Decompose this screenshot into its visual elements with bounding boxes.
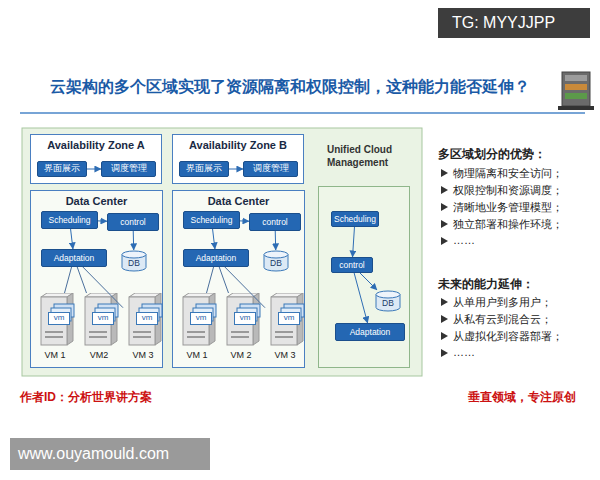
connector	[87, 169, 101, 170]
watermark-tag: TG: MYYJJPP	[438, 8, 590, 38]
datacenter-title: Data Center	[173, 191, 304, 207]
vm-server: vmVM 1	[177, 293, 217, 363]
vm-label: vm	[278, 312, 300, 325]
slide-title: 云架构的多个区域实现了资源隔离和权限控制，这种能力能否延伸？	[20, 77, 560, 98]
connector	[275, 231, 276, 250]
server-icon	[558, 72, 594, 110]
bullet-item: 权限控制和资源调度；	[453, 183, 593, 198]
module-label: Adaptation	[54, 253, 95, 263]
slogan: 垂直领域，专注原创	[468, 389, 593, 406]
database-cylinder: DB	[121, 250, 147, 272]
server-caption: VM 1	[171, 350, 223, 360]
bullet-item: 独立部署和操作环境；	[453, 217, 593, 232]
vm-label: vm	[48, 312, 70, 325]
module-box: 界面展示	[37, 161, 87, 177]
server-caption: VM 3	[259, 350, 311, 360]
module-label: control	[120, 217, 146, 227]
database-label: DB	[375, 298, 401, 308]
bullet-item: ……	[453, 346, 593, 358]
server-caption: VM 2	[215, 350, 267, 360]
module-label: 调度管理	[111, 163, 147, 175]
module-box: control	[249, 213, 301, 231]
bullet-item: 从单用户到多用户；	[453, 295, 593, 310]
website-watermark: www.ouyamould.com	[10, 438, 210, 470]
vm-server: vmVM 3	[265, 293, 305, 363]
datacenter-box: Data CenterScheduling controlAdaptationDB…	[172, 190, 305, 368]
zone-box: Availability Zone A 界面展示 调度管理	[30, 134, 162, 184]
bullet-item: ……	[453, 234, 593, 246]
zone-box: Availability Zone B 界面展示 调度管理	[172, 134, 304, 184]
module-label: control	[339, 260, 365, 270]
cloud-management-box: Unified Cloud ManagementSchedulingcontro…	[318, 186, 410, 368]
vm-server: vmVM2	[79, 293, 119, 363]
connector	[240, 220, 249, 221]
connector	[133, 231, 134, 250]
vm-server: vmVM 2	[221, 293, 261, 363]
module-label: 调度管理	[253, 163, 289, 175]
server-caption: VM 3	[117, 350, 169, 360]
bullet-item: 从虚拟化到容器部署；	[453, 329, 593, 344]
connector	[98, 220, 107, 221]
server-caption: VM 1	[29, 350, 81, 360]
connector	[77, 267, 86, 293]
connector	[229, 169, 243, 170]
module-label: Scheduling	[48, 215, 90, 225]
list-heading: 多区域划分的优势：	[438, 146, 588, 163]
module-box: Scheduling	[331, 211, 379, 227]
bullet-item: 清晰地业务管理模型；	[453, 200, 593, 215]
datacenter-box: Data CenterScheduling controlAdaptationDB…	[30, 190, 163, 368]
module-box: Scheduling	[183, 211, 240, 229]
module-label: Adaptation	[196, 253, 237, 263]
bullet-item: 物理隔离和安全访问；	[453, 166, 593, 181]
module-box: Adaptation	[41, 249, 107, 267]
connector	[213, 229, 215, 249]
connector	[219, 267, 228, 293]
module-label: Scheduling	[190, 215, 232, 225]
module-box: Adaptation	[183, 249, 249, 267]
list-heading: 未来的能力延伸：	[438, 276, 588, 293]
connector	[360, 273, 377, 290]
vm-label: vm	[92, 312, 114, 325]
zone-title: Availability Zone B	[173, 135, 303, 151]
module-box: 调度管理	[243, 161, 298, 177]
title-rule	[20, 112, 585, 114]
module-label: 界面展示	[186, 163, 222, 175]
module-box: 界面展示	[179, 161, 229, 177]
datacenter-title: Data Center	[31, 191, 162, 207]
database-cylinder: DB	[263, 250, 289, 272]
vm-server: vmVM 3	[123, 293, 163, 363]
connector	[83, 267, 123, 308]
module-box: 调度管理	[101, 161, 156, 177]
connector	[353, 227, 355, 257]
bullet-item: 从私有云到混合云；	[453, 312, 593, 327]
database-label: DB	[121, 258, 147, 268]
connector	[65, 267, 72, 293]
module-label: 界面展示	[44, 163, 80, 175]
database-label: DB	[263, 258, 289, 268]
module-label: Scheduling	[334, 214, 376, 224]
vm-label: vm	[190, 312, 212, 325]
module-box: Scheduling	[41, 211, 98, 229]
module-label: Adaptation	[350, 327, 391, 337]
connector	[207, 267, 214, 293]
management-title: Unified Cloud Management	[327, 143, 411, 169]
vm-label: vm	[234, 312, 256, 325]
database-cylinder: DB	[375, 290, 401, 312]
module-box: control	[331, 257, 373, 273]
diagram-panel	[22, 128, 422, 376]
author-note: 作者ID：分析世界讲方案	[20, 389, 220, 406]
zone-title: Availability Zone A	[31, 135, 161, 151]
connector	[71, 229, 73, 249]
connector	[225, 267, 265, 308]
module-label: control	[262, 217, 288, 227]
connector	[354, 273, 367, 323]
module-box: Adaptation	[335, 323, 405, 341]
vm-server: vmVM 1	[35, 293, 75, 363]
module-box: control	[107, 213, 159, 231]
server-caption: VM2	[73, 350, 125, 360]
vm-label: vm	[136, 312, 158, 325]
